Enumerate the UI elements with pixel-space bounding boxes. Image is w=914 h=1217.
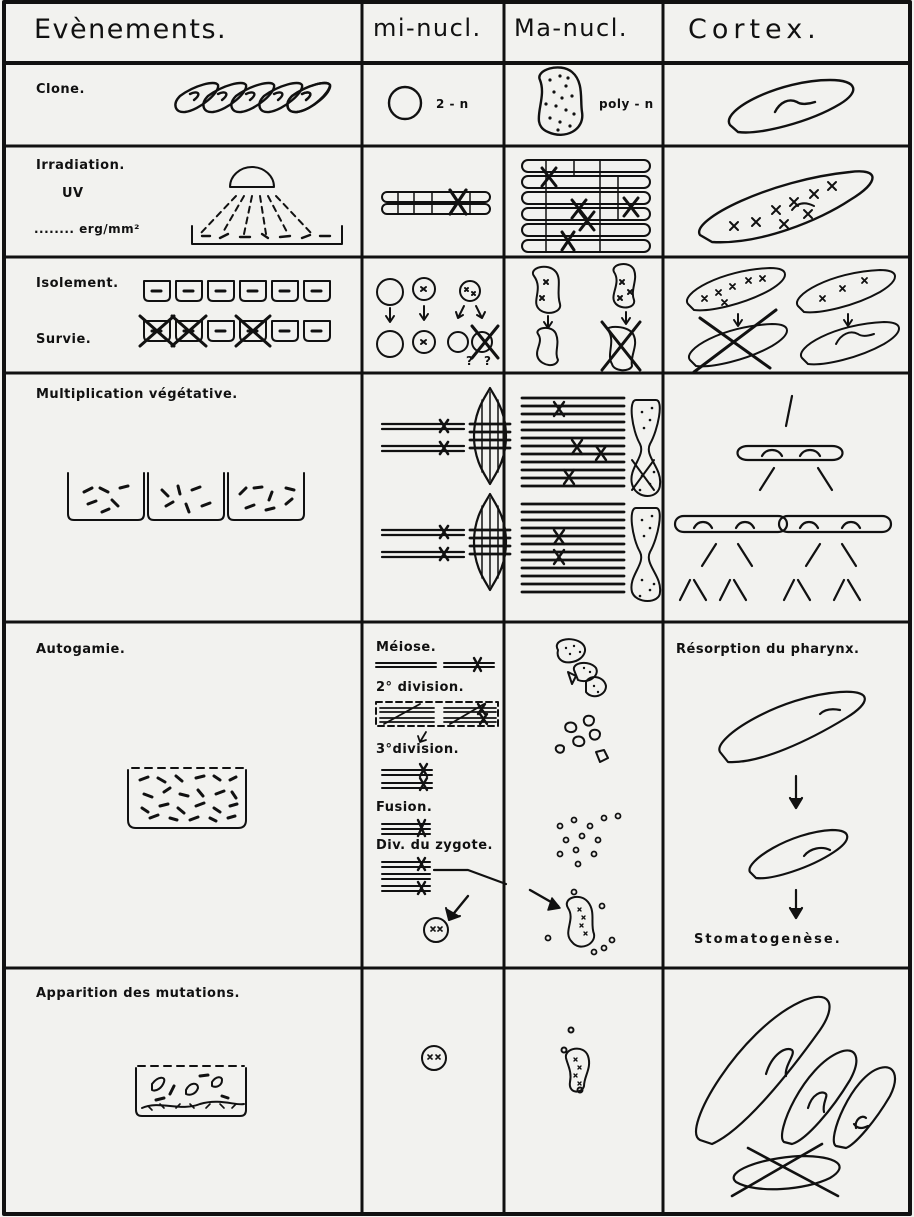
ma-fragmentation-icon	[530, 639, 621, 954]
label-survie: Survie.	[36, 332, 91, 347]
label-mi-2n: 2 - n	[436, 97, 469, 111]
label-stomatogenese: Stomatogenèse.	[694, 932, 842, 947]
header-mi-nucl: mi-nucl.	[373, 14, 482, 42]
micronucleus-icon	[389, 87, 421, 119]
survival-wells-icon	[140, 316, 330, 346]
isolation-wells-icon	[144, 281, 330, 301]
mi-isolation-icon	[377, 278, 498, 358]
label-uv: UV	[62, 186, 84, 201]
header-ma-nucl: Ma-nucl.	[514, 14, 628, 42]
label-fusion: Fusion.	[376, 800, 432, 815]
label-div-zygote: Div. du zygote.	[376, 838, 493, 853]
ma-chromosomes-icon	[522, 160, 650, 252]
uv-lamp-icon	[192, 167, 342, 244]
label-question-2: ?	[484, 354, 491, 368]
autogamy-well-icon	[128, 768, 246, 828]
cortex-cell-icon	[729, 80, 853, 132]
cortex-mutants-icon	[696, 997, 895, 1196]
mi-division-icon	[382, 388, 510, 590]
ma-division-icon	[522, 398, 660, 601]
label-isolement: Isolement.	[36, 276, 119, 291]
label-3-division: 3°division.	[376, 742, 459, 757]
header-cortex: Cortex.	[688, 14, 821, 45]
culture-wells-icon	[68, 473, 304, 520]
mi-mutation-icon	[422, 1046, 446, 1070]
header-events: Evènements.	[34, 14, 227, 45]
label-clone: Clone.	[36, 82, 85, 97]
ma-mutation-icon	[562, 1028, 590, 1093]
label-dose: ........ erg/mm²	[34, 222, 140, 236]
label-ma-polyn: poly - n	[599, 97, 654, 111]
clone-cells-icon	[175, 83, 330, 112]
cortex-autogamy-icon	[719, 692, 864, 918]
mutation-well-icon	[136, 1066, 246, 1116]
label-meiose: Méiose.	[376, 640, 436, 655]
label-multiplication: Multiplication végétative.	[36, 387, 238, 402]
label-autogamie: Autogamie.	[36, 642, 125, 657]
cortex-irradiated-icon	[699, 171, 872, 242]
cortex-isolation-icon	[687, 268, 899, 372]
macronucleus-icon	[539, 67, 583, 134]
label-mutations: Apparition des mutations.	[36, 986, 240, 1001]
label-question-1: ?	[466, 354, 473, 368]
label-resorption: Résorption du pharynx.	[676, 642, 859, 657]
table-grid	[4, 2, 910, 1214]
cortex-division-icon	[675, 396, 891, 600]
ma-isolation-icon	[533, 264, 640, 370]
label-2-division: 2° division.	[376, 680, 464, 695]
label-irradiation: Irradiation.	[36, 158, 125, 173]
mi-chromosomes-icon	[382, 190, 490, 214]
